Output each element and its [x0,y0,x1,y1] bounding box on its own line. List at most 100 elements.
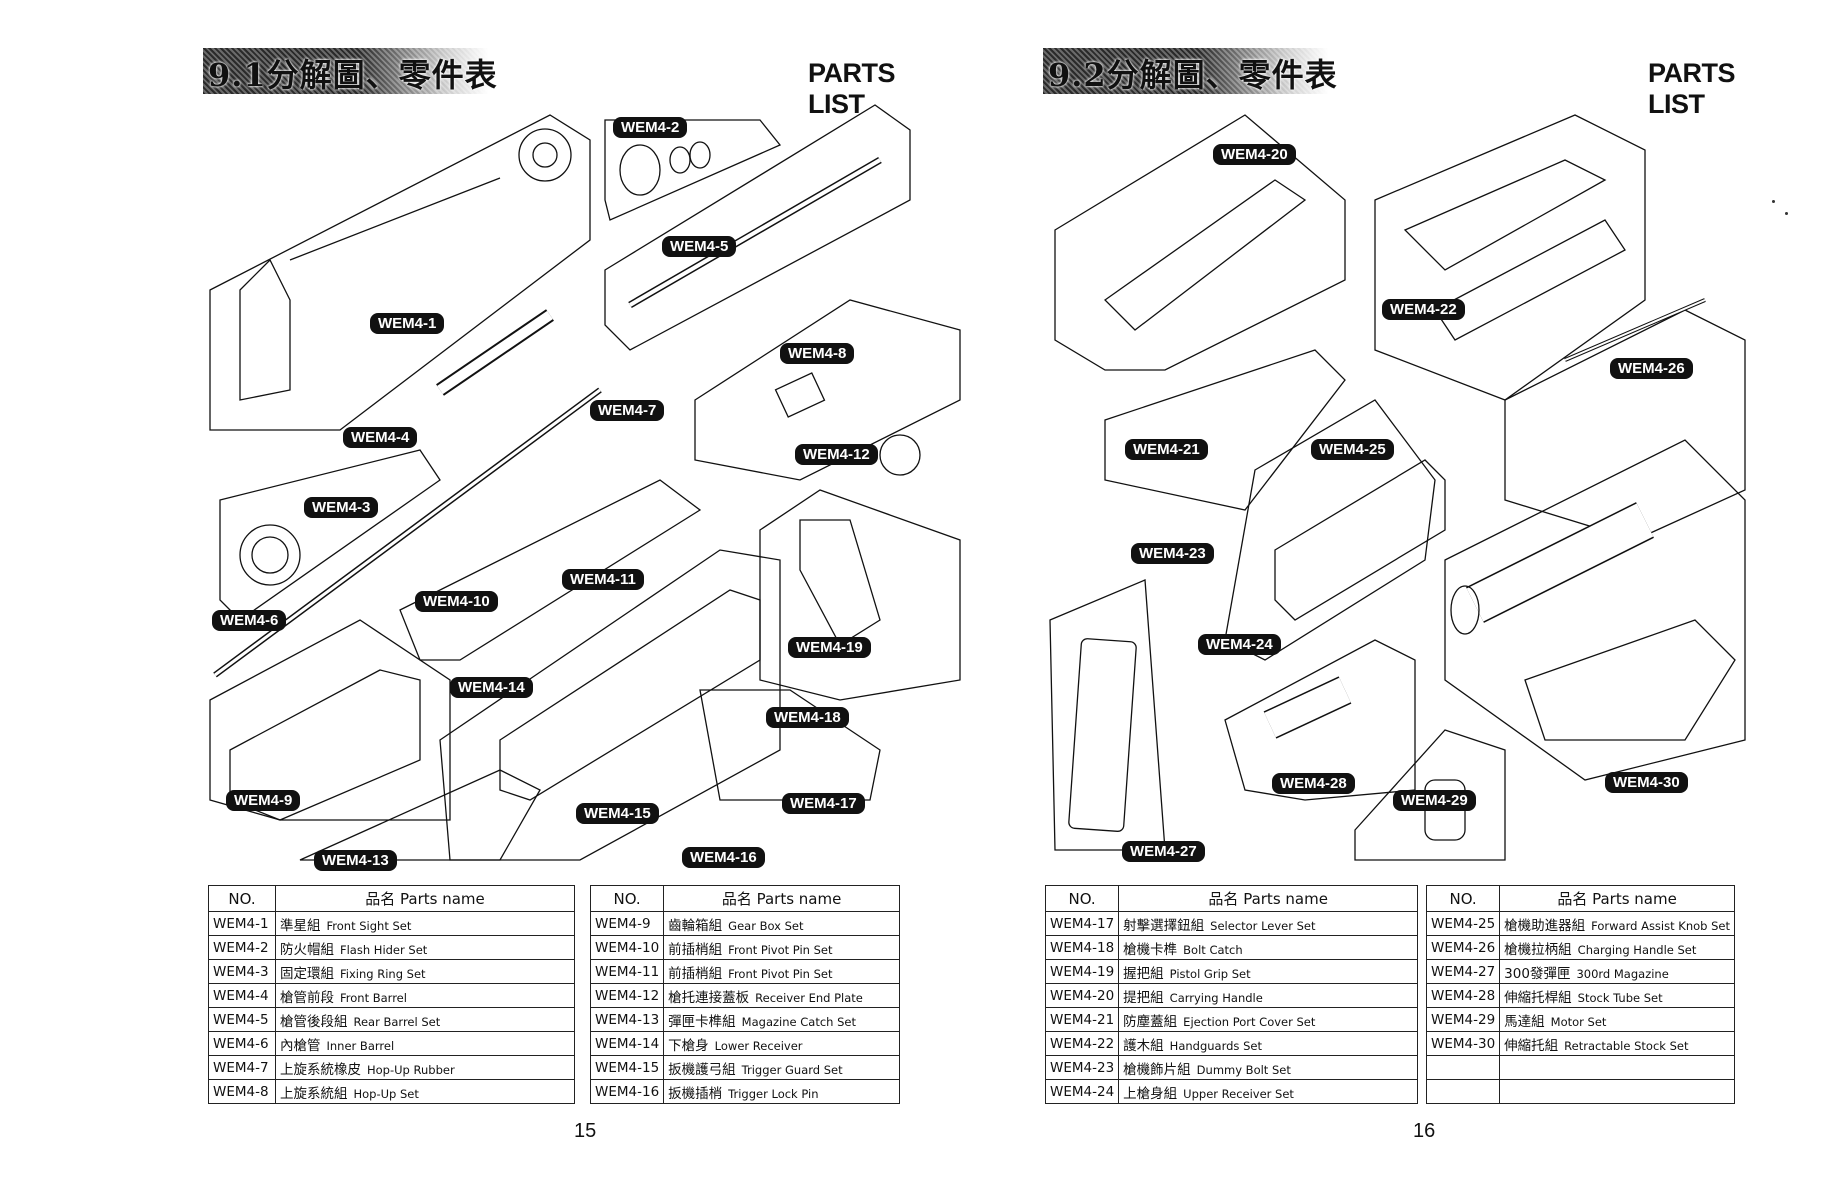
panel-carrying-handle [1054,114,1346,371]
section-banner [203,48,488,94]
table-header: NO. 品名 Parts name [589,885,900,912]
part-label-wem4-26: WEM4-26 [1610,358,1693,379]
part-label-wem4-4: WEM4-4 [343,427,418,448]
front-sight-drawing [239,258,291,401]
section-title: 9.1分解圖、零件表 [208,56,498,94]
flash-hider-drawing [619,144,661,196]
part-label-wem4-30: WEM4-30 [1605,772,1688,793]
panel-grip [759,489,961,701]
part-label-wem4-21: WEM4-21 [1125,439,1208,460]
part-label-wem4-5: WEM4-5 [662,236,737,257]
diagram-drawing [1049,114,1746,861]
header-no: NO. [1425,885,1501,912]
carrying-handle-drawing [1103,179,1307,331]
header-parts-name: 品名 Parts name [1499,885,1735,912]
part-label-wem4-7: WEM4-7 [590,400,665,421]
table-header: NO. 品名 Parts name [1044,885,1419,912]
header-no: NO. [589,885,665,912]
part-label-wem4-2: WEM4-2 [613,117,688,138]
part-label-wem4-10: WEM4-10 [415,591,498,612]
stock-drawing [1524,619,1736,741]
scan-speck [1772,200,1775,203]
part-label-wem4-22: WEM4-22 [1382,299,1465,320]
panel-rear-barrel [604,104,911,351]
panel-magcatch [299,769,541,861]
part-label-wem4-13: WEM4-13 [314,850,397,871]
header-parts-name: 品名 Parts name [275,885,575,912]
header-parts-name: 品名 Parts name [1118,885,1419,912]
part-label-wem4-18: WEM4-18 [766,707,849,728]
magazine-drawing [1068,638,1137,832]
part-label-wem4-14: WEM4-14 [450,677,533,698]
handguard-drawing [1403,159,1607,271]
header-parts-name: 品名 Parts name [663,885,900,912]
parts-list-heading: PARTS LIST [1648,58,1736,119]
panel-front-sight [209,114,591,431]
panel-flash-hider [604,119,782,221]
upper-receiver-drawing [1274,459,1446,621]
table-row [1425,1079,1735,1104]
part-label-wem4-9: WEM4-9 [226,790,301,811]
part-label-wem4-6: WEM4-6 [212,610,287,631]
scan-speck [1785,212,1788,215]
part-label-wem4-29: WEM4-29 [1393,790,1476,811]
part-label-wem4-17: WEM4-17 [782,793,865,814]
panel-magazine [1049,579,1166,851]
header-no: NO. [208,885,276,912]
parts-list-heading: PARTS LIST [808,58,896,119]
part-label-wem4-12: WEM4-12 [795,444,878,465]
part-label-wem4-19: WEM4-19 [788,637,871,658]
exploded-diagram-right [1045,100,1835,880]
table-header: NO. 品名 Parts name [208,885,575,912]
exploded-diagram-left [200,100,1080,880]
part-label-wem4-1: WEM4-1 [370,313,445,334]
table-row [1425,1055,1735,1080]
part-label-wem4-11: WEM4-11 [562,569,644,590]
panel-charging-handle [1504,309,1746,541]
panel-fixing-ring [219,449,441,621]
part-label-wem4-23: WEM4-23 [1131,543,1214,564]
part-label-wem4-28: WEM4-28 [1272,773,1355,794]
header-no: NO. [1044,885,1120,912]
part-label-wem4-24: WEM4-24 [1198,634,1281,655]
part-label-wem4-27: WEM4-27 [1122,841,1205,862]
page-16: 9.2分解圖、零件表 PARTS LIST [835,0,1788,1200]
part-label-wem4-25: WEM4-25 [1311,439,1394,460]
page-number: 15 [574,1120,597,1142]
diagram-drawing [209,104,961,861]
hopup-drawing [774,372,826,418]
table-header: NO. 品名 Parts name [1425,885,1735,912]
section-title: 9.2分解圖、零件表 [1048,56,1338,94]
page-15: 9.1分解圖、零件表 PARTS LIST [0,0,961,1200]
panel-gearbox [209,619,451,821]
end-plate-drawing [879,434,921,476]
